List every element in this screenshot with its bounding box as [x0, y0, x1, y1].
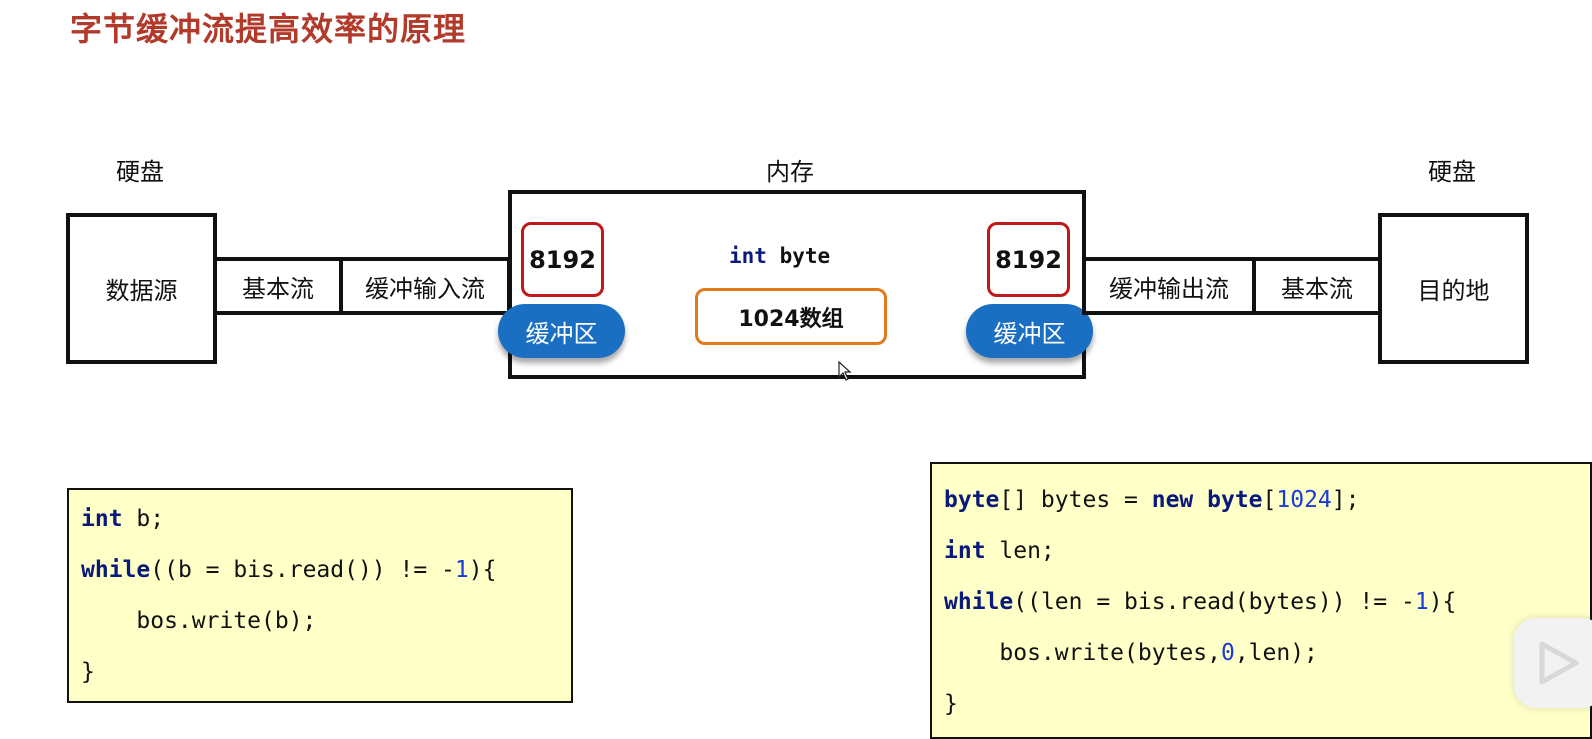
code-line: while((len = bis.read(bytes)) != -1){	[944, 577, 1590, 628]
right-buffer-label: 缓冲区	[993, 319, 1066, 348]
int-keyword: int	[729, 244, 767, 268]
code-token: 0	[1220, 640, 1235, 666]
destination-box: 目的地	[1378, 213, 1529, 364]
code-token: ){	[1428, 589, 1457, 615]
code-token: 1	[1414, 589, 1429, 615]
code-line: bos.write(b);	[81, 596, 571, 647]
code-token: 1	[454, 557, 469, 583]
array-box: 1024数组	[695, 288, 887, 345]
code-token: [	[1262, 487, 1277, 513]
data-source-label: 数据源	[105, 277, 178, 305]
code-token: bos.write(b);	[81, 608, 317, 634]
right-buffer-size: 8192	[987, 222, 1070, 297]
basic-stream-left: 基本流	[213, 257, 343, 315]
destination-label: 目的地	[1417, 277, 1490, 305]
code-token: new	[1151, 487, 1194, 513]
code-token: ){	[468, 557, 497, 583]
array-label: 1024数组	[738, 306, 844, 332]
code-token: ];	[1331, 487, 1360, 513]
code-line: bos.write(bytes,0,len);	[944, 628, 1590, 679]
mouse-cursor-icon	[838, 360, 852, 385]
code-token: }	[81, 659, 95, 685]
left-buffer-size: 8192	[521, 222, 604, 297]
left-buffer-label: 缓冲区	[525, 319, 598, 348]
right-buffer-pill: 缓冲区	[966, 304, 1093, 358]
code-token: ((b = bis.read()) != -	[150, 557, 455, 583]
right-disk-label: 硬盘	[1428, 158, 1476, 186]
code-line: int len;	[944, 526, 1590, 577]
page-title: 字节缓冲流提高效率的原理	[70, 10, 467, 48]
code-token: len;	[985, 538, 1055, 564]
code-token: int	[81, 506, 123, 532]
code-line: while((b = bis.read()) != -1){	[81, 545, 571, 596]
memory-label: 内存	[766, 158, 814, 186]
basic-stream-left-label: 基本流	[242, 274, 314, 303]
buffered-input-stream-label: 缓冲输入流	[365, 274, 485, 303]
data-source-box: 数据源	[66, 213, 217, 364]
code-line: }	[81, 647, 571, 698]
code-token: 1024	[1276, 487, 1332, 513]
code-line: byte[] bytes = new byte[1024];	[944, 475, 1590, 526]
code-token: while	[944, 589, 1014, 615]
buffered-input-stream: 缓冲输入流	[339, 257, 511, 315]
left-buffer-pill: 缓冲区	[498, 304, 625, 358]
code-token: bos.write(bytes,	[944, 640, 1221, 666]
int-byte-text: int byte	[729, 244, 830, 268]
code-token: ,len);	[1234, 640, 1318, 666]
code-token: while	[81, 557, 151, 583]
code-line: int b;	[81, 494, 571, 545]
code-block-byte-array: byte[] bytes = new byte[1024];int len;wh…	[930, 462, 1592, 739]
code-token: byte	[1207, 487, 1263, 513]
code-block-single-byte: int b;while((b = bis.read()) != -1){ bos…	[67, 488, 573, 703]
play-icon	[1539, 641, 1579, 685]
right-buffer-size-value: 8192	[995, 245, 1062, 274]
play-button[interactable]	[1514, 618, 1592, 708]
left-buffer-size-value: 8192	[529, 245, 596, 274]
buffered-output-stream-label: 缓冲输出流	[1109, 274, 1229, 303]
code-token: ((len = bis.read(bytes)) != -	[1013, 589, 1415, 615]
code-token: int	[944, 538, 986, 564]
left-disk-label: 硬盘	[116, 158, 164, 186]
basic-stream-right-label: 基本流	[1281, 274, 1353, 303]
byte-word: byte	[766, 244, 831, 268]
code-token: [] bytes =	[999, 487, 1152, 513]
code-token	[1193, 487, 1207, 513]
code-line: }	[944, 679, 1590, 730]
code-token: byte	[944, 487, 1000, 513]
code-token: }	[944, 691, 958, 717]
basic-stream-right: 基本流	[1252, 257, 1382, 315]
buffered-output-stream: 缓冲输出流	[1082, 257, 1256, 315]
code-token: b;	[122, 506, 165, 532]
